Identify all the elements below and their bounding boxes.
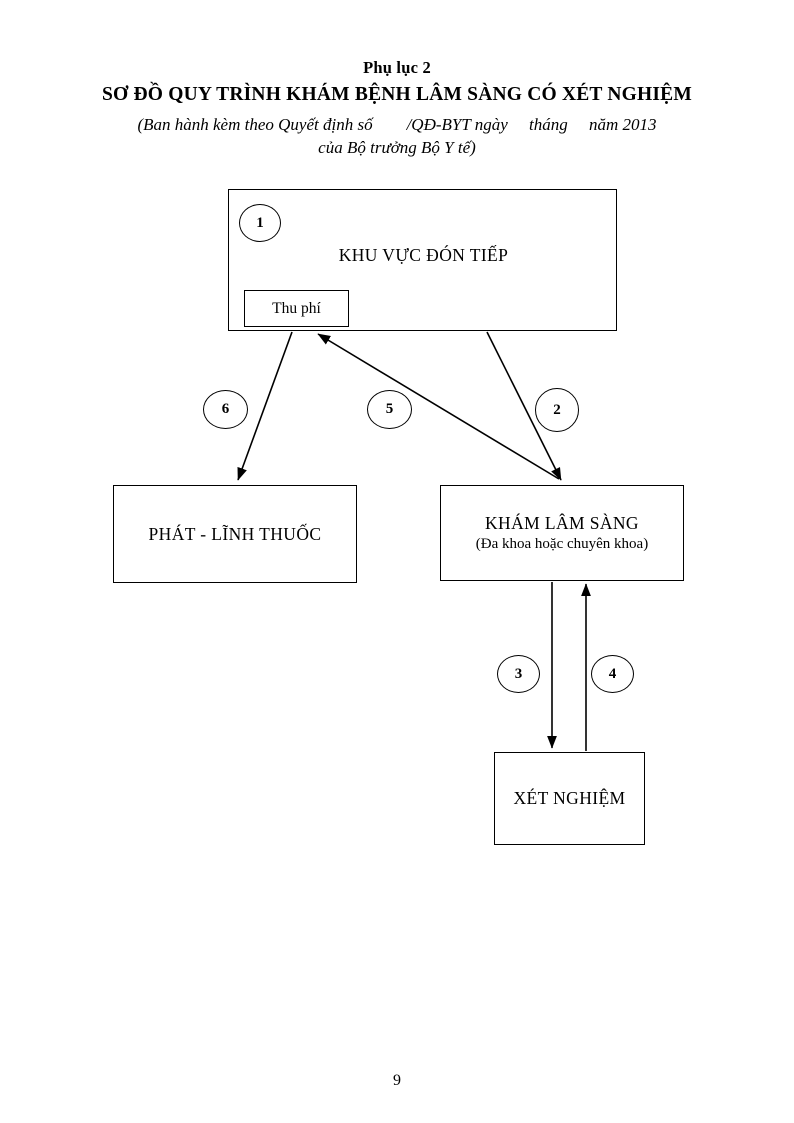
step-marker-3-label: 3 [514, 665, 523, 682]
document-subtitle-line-1: (Ban hành kèm theo Quyết định số /QĐ-BYT… [137, 115, 657, 134]
node-laboratory-test-label: XÉT NGHIỆM [513, 788, 626, 808]
connector-5-exam-to-reception [317, 333, 560, 480]
node-pharmacy[interactable]: PHÁT - LĨNH THUỐC [113, 485, 357, 583]
step-marker-6: 6 [203, 390, 248, 429]
document-header: Phụ lục 2 SƠ ĐỒ QUY TRÌNH KHÁM BỆNH LÂM … [0, 58, 794, 159]
step-marker-4-label: 4 [608, 665, 617, 682]
node-clinical-examination[interactable]: KHÁM LÂM SÀNG (Đa khoa hoặc chuyên khoa) [440, 485, 684, 581]
node-laboratory-test[interactable]: XÉT NGHIỆM [494, 752, 645, 845]
node-clinical-examination-subtitle: (Đa khoa hoặc chuyên khoa) [475, 536, 649, 552]
node-reception-area[interactable]: KHU VỰC ĐÓN TIẾP Thu phí [228, 189, 617, 331]
node-fee-collection-label: Thu phí [272, 299, 321, 317]
step-marker-6-label: 6 [221, 401, 230, 417]
appendix-label: Phụ lục 2 [363, 58, 431, 77]
step-marker-2: 2 [535, 388, 579, 432]
step-marker-3: 3 [497, 655, 540, 693]
node-pharmacy-label: PHÁT - LĨNH THUỐC [148, 523, 322, 544]
node-clinical-examination-label: KHÁM LÂM SÀNG [485, 513, 639, 533]
step-marker-5-label: 5 [385, 401, 394, 417]
document-subtitle-line-2: của Bộ trưởng Bộ Y tế) [318, 138, 476, 157]
node-reception-area-label: KHU VỰC ĐÓN TIẾP [338, 245, 509, 265]
step-marker-1: 1 [239, 204, 281, 242]
page-number: 9 [393, 1072, 401, 1089]
step-marker-2-label: 2 [553, 401, 561, 418]
node-fee-collection[interactable]: Thu phí [244, 290, 349, 327]
step-marker-1-label: 1 [256, 214, 264, 231]
step-marker-4: 4 [591, 655, 634, 693]
step-marker-5: 5 [367, 390, 412, 429]
document-title: SƠ ĐỒ QUY TRÌNH KHÁM BỆNH LÂM SÀNG CÓ XÉ… [102, 84, 692, 105]
